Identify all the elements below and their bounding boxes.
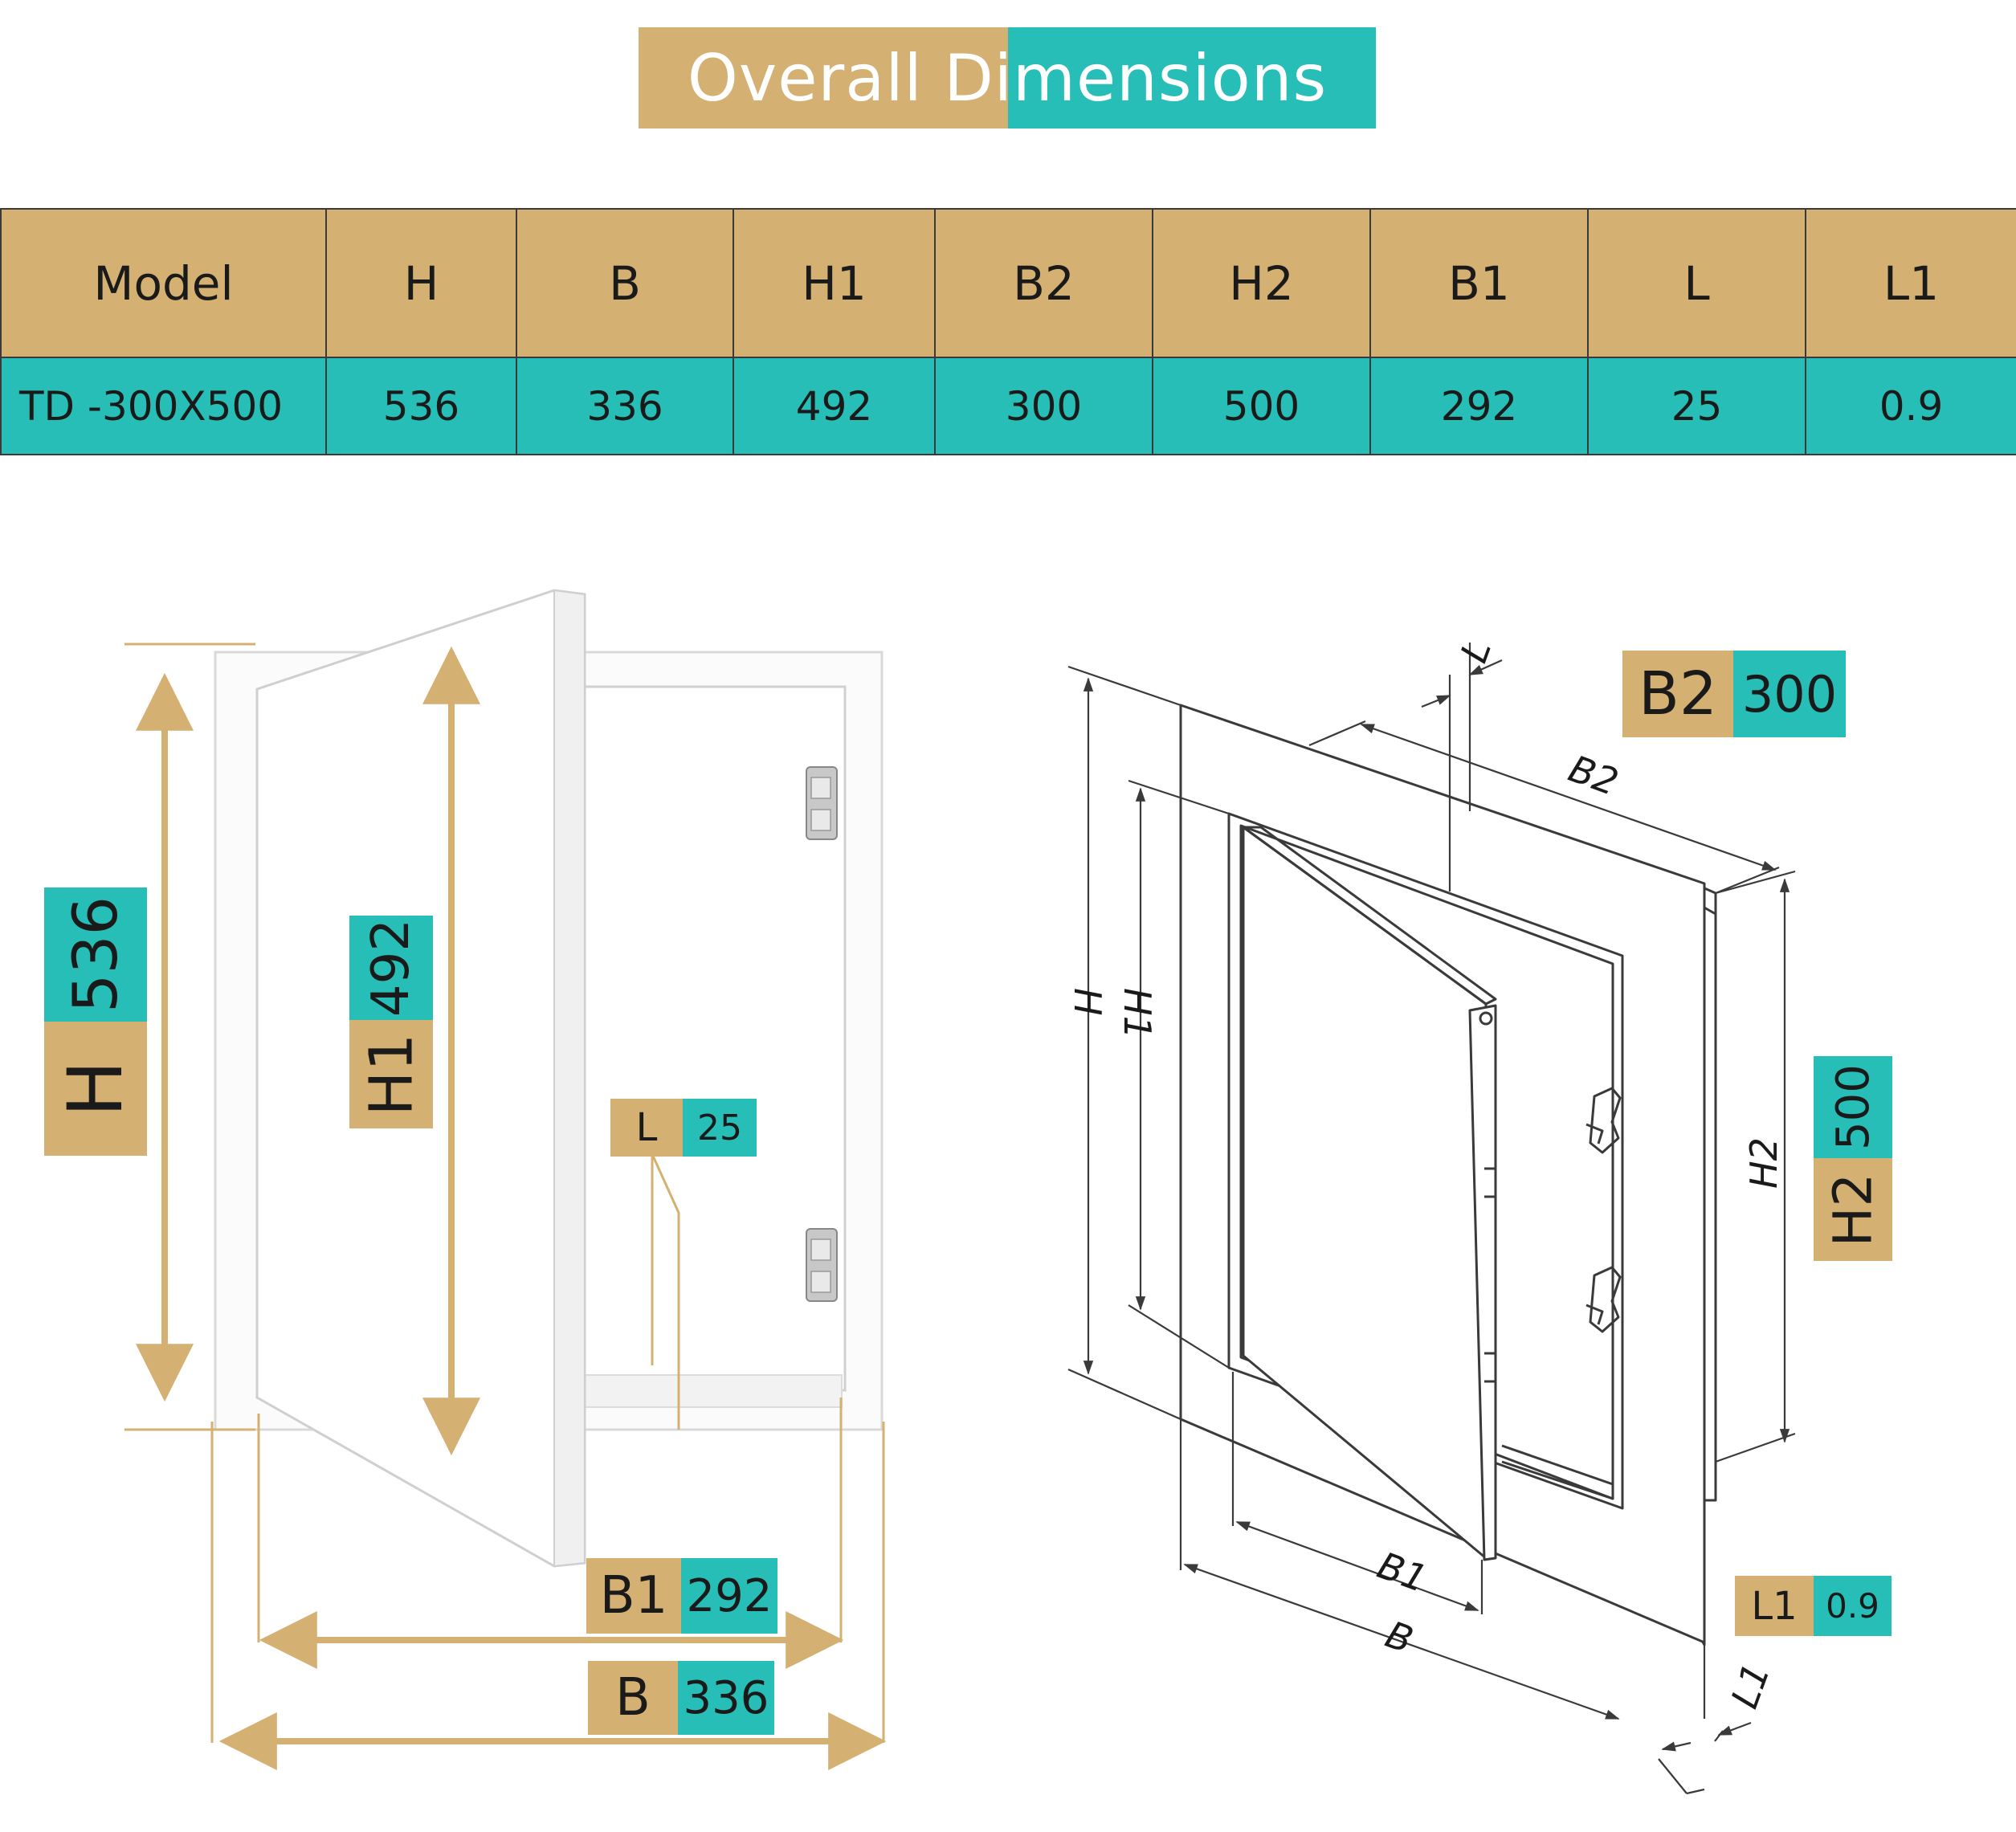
- cell-h1: 492: [733, 357, 936, 455]
- tag-l-key: L: [610, 1099, 683, 1157]
- tag-h1-key: H1: [356, 1033, 426, 1116]
- tag-h2-value: 500: [1826, 1064, 1879, 1150]
- header-b: B: [516, 208, 734, 358]
- table-row: TD -300X500 536 336 492 300 500 292 25 0…: [0, 357, 2016, 455]
- left-hatch-photo: [124, 589, 887, 1770]
- tag-h-value: 536: [59, 896, 132, 1014]
- cell-h2: 500: [1152, 357, 1371, 455]
- tag-b2-value: 300: [1733, 651, 1846, 737]
- cell-model: TD -300X500: [0, 357, 327, 455]
- dimensions-table: Model H B H1 B2 H2 B1 L L1 TD -300X500 5…: [0, 208, 2016, 455]
- tag-l1-value: 0.9: [1814, 1576, 1892, 1636]
- hinge-bottom-icon: [806, 1228, 838, 1302]
- header-b2: B2: [934, 208, 1153, 358]
- label-h2: H2: [1742, 1137, 1785, 1189]
- cell-b: 336: [516, 357, 734, 455]
- tag-b-key: B: [588, 1661, 678, 1735]
- header-l1: L1: [1805, 208, 2016, 358]
- label-h1: H1: [1116, 988, 1159, 1039]
- banner-title: Overall Dimensions: [687, 40, 1328, 116]
- hinge-top-icon: [806, 766, 838, 840]
- cell-b1: 292: [1369, 357, 1589, 455]
- tag-h2-key: H2: [1822, 1173, 1884, 1246]
- header-l: L: [1587, 208, 1806, 358]
- header-b1: B1: [1369, 208, 1589, 358]
- header-h2: H2: [1152, 208, 1371, 358]
- cell-h: 536: [325, 357, 517, 455]
- frame-opening: [569, 685, 847, 1392]
- cell-b2: 300: [934, 357, 1153, 455]
- dim-line-b: [1183, 1563, 1620, 1720]
- cell-l: 25: [1587, 357, 1806, 455]
- banner-teal-block: [1008, 27, 1376, 129]
- tag-h1: H1 492: [349, 916, 433, 1128]
- hinge-top-tech-icon: [1585, 1087, 1622, 1154]
- frame-bottom-lip: [584, 1374, 843, 1408]
- tag-h-key: H: [51, 1060, 140, 1117]
- tag-h1-value: 492: [361, 918, 421, 1018]
- frame-opening-tech: [1227, 812, 1624, 1510]
- tag-l-value: 25: [683, 1099, 757, 1157]
- tag-b1-key: B1: [586, 1558, 681, 1634]
- tag-l1: L1 0.9: [1735, 1576, 1892, 1636]
- tag-b1-value: 292: [681, 1558, 777, 1634]
- label-b: B: [1380, 1613, 1418, 1663]
- door-edge-tech: [1468, 1004, 1497, 1561]
- tag-b2: B2 300: [1622, 651, 1846, 737]
- label-l1: L1: [1723, 1658, 1779, 1714]
- tag-l: L 25: [610, 1099, 757, 1157]
- tag-b2-key: B2: [1622, 651, 1733, 737]
- door-edge: [553, 589, 586, 1568]
- tag-b: B 336: [588, 1661, 774, 1735]
- header-h1: H1: [733, 208, 936, 358]
- label-h: H: [1066, 988, 1109, 1016]
- tag-h2: H2 500: [1814, 1056, 1892, 1261]
- title-banner: Overall Dimensions: [639, 27, 1376, 129]
- banner-gold-block: [639, 27, 1008, 129]
- header-h: H: [325, 208, 517, 358]
- tag-b-value: 336: [678, 1661, 774, 1735]
- dimension-drawings: H H1 H2 B2 B1 B L L1: [124, 589, 1796, 1795]
- tag-l1-key: L1: [1735, 1576, 1814, 1636]
- tag-h: H 536: [44, 887, 147, 1156]
- table-header-row: Model H B H1 B2 H2 B1 L L1: [0, 208, 2016, 358]
- hinge-bottom-tech-icon: [1585, 1266, 1622, 1333]
- label-b2: B2: [1563, 747, 1624, 805]
- right-hatch-technical: [1067, 643, 1796, 1795]
- header-model: Model: [0, 208, 327, 358]
- dim-line-b2: [1360, 723, 1777, 871]
- label-l: L: [1452, 634, 1500, 668]
- dim-line-b1: [1235, 1520, 1479, 1612]
- tag-b1: B1 292: [586, 1558, 777, 1634]
- cell-l1: 0.9: [1805, 357, 2016, 455]
- label-b1: B1: [1372, 1544, 1433, 1601]
- technical-labels: H H1 H2 B2 B1 B L L1: [1066, 634, 1785, 1714]
